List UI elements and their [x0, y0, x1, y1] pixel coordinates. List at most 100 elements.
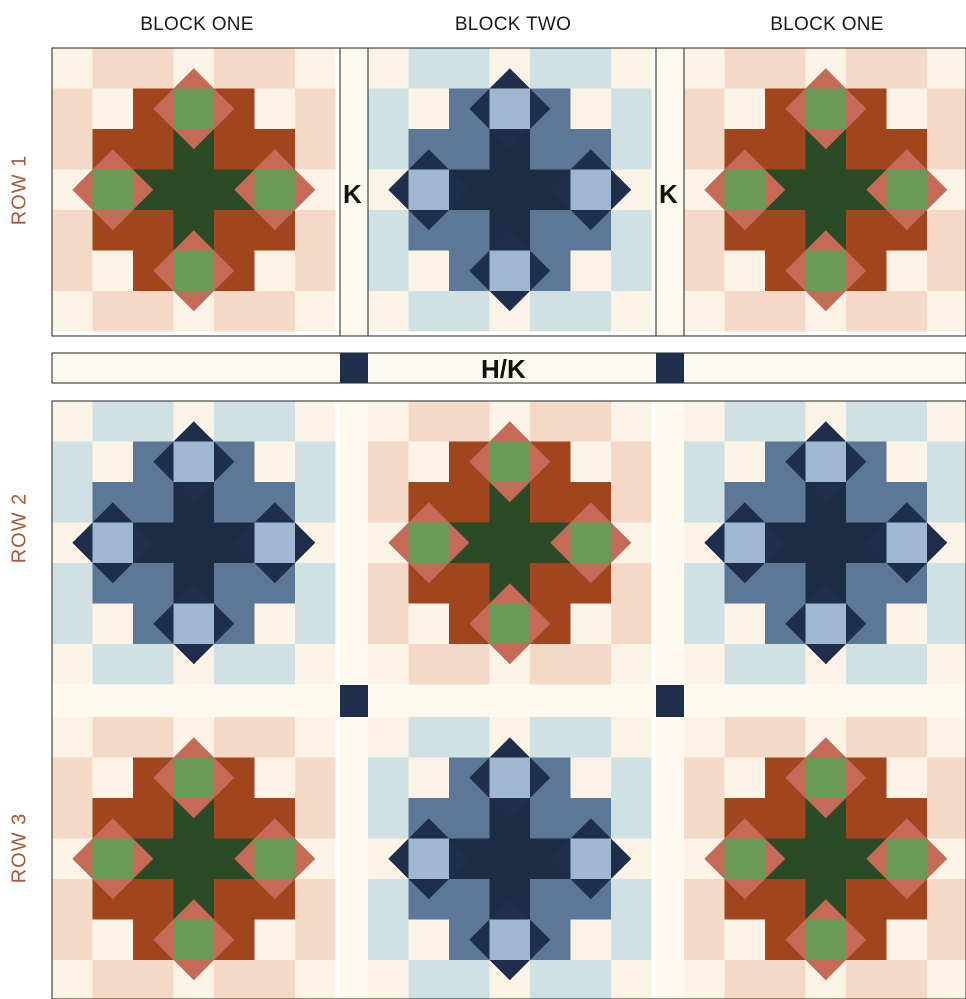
corner-square [449, 563, 490, 604]
corner-square [214, 798, 255, 839]
edge-square [927, 442, 966, 483]
edge-square [887, 48, 928, 89]
edge-square [684, 798, 725, 839]
edge-square [611, 482, 652, 523]
sashing-label-hk: H/K [481, 354, 526, 385]
edge-square [409, 960, 450, 999]
edge-square [765, 291, 806, 332]
quilt-block-r3-c1 [52, 717, 336, 999]
star-center-square [806, 251, 847, 292]
edge-square [255, 644, 296, 685]
edge-square [409, 48, 450, 89]
edge-square [295, 563, 336, 604]
edge-square [846, 717, 887, 758]
edge-square [684, 482, 725, 523]
edge-square [846, 48, 887, 89]
edge-square [409, 291, 450, 332]
corner-square [449, 210, 490, 251]
edge-square [684, 758, 725, 799]
corner-square [530, 563, 571, 604]
edge-square [368, 251, 409, 292]
star-center-square [490, 251, 531, 292]
edge-square [927, 879, 966, 920]
edge-square [93, 291, 134, 332]
star-center-square [571, 523, 612, 564]
edge-square [133, 644, 174, 685]
sashing-label-k-1: K [343, 179, 362, 210]
edge-square [927, 210, 966, 251]
edge-square [133, 717, 174, 758]
edge-square [52, 758, 93, 799]
edge-square [255, 401, 296, 442]
edge-square [52, 129, 93, 170]
edge-square [887, 291, 928, 332]
edge-square [684, 442, 725, 483]
edge-square [887, 717, 928, 758]
edge-square [846, 644, 887, 685]
edge-square [571, 717, 612, 758]
corner-square [530, 798, 571, 839]
edge-square [409, 717, 450, 758]
edge-square [133, 291, 174, 332]
center-square [490, 839, 531, 880]
edge-square [684, 604, 725, 645]
quilt-block-r1-c2 [368, 48, 652, 332]
cornerstone-2 [656, 353, 684, 383]
edge-square [927, 920, 966, 961]
edge-square [368, 89, 409, 130]
edge-square [611, 129, 652, 170]
star-center-square [725, 523, 766, 564]
edge-square [684, 210, 725, 251]
corner-square [530, 879, 571, 920]
edge-square [295, 604, 336, 645]
edge-square [368, 442, 409, 483]
corner-square [449, 879, 490, 920]
edge-square [409, 401, 450, 442]
edge-square [52, 89, 93, 130]
edge-square [449, 291, 490, 332]
edge-square [927, 604, 966, 645]
star-center-square [174, 89, 215, 130]
star-center-square [93, 170, 134, 211]
star-center-square [490, 758, 531, 799]
edge-square [530, 401, 571, 442]
corner-square [449, 482, 490, 523]
star-center-square [490, 604, 531, 645]
center-square [806, 170, 847, 211]
corner-square [765, 210, 806, 251]
star-center-square [806, 89, 847, 130]
edge-square [765, 48, 806, 89]
edge-square [611, 798, 652, 839]
corner-square [846, 129, 887, 170]
edge-square [368, 798, 409, 839]
edge-square [887, 960, 928, 999]
edge-square [725, 960, 766, 999]
edge-square [52, 604, 93, 645]
star-center-square [806, 442, 847, 483]
edge-square [846, 401, 887, 442]
corner-square [133, 210, 174, 251]
edge-square [530, 644, 571, 685]
edge-square [684, 879, 725, 920]
star-center-square [806, 758, 847, 799]
edge-square [611, 920, 652, 961]
corner-square [765, 798, 806, 839]
star-center-square [806, 604, 847, 645]
edge-square [611, 563, 652, 604]
corner-square [765, 129, 806, 170]
quilt-block-r1-c3 [684, 48, 966, 332]
edge-square [684, 563, 725, 604]
corner-square [846, 798, 887, 839]
star-center-square [725, 839, 766, 880]
edge-square [52, 920, 93, 961]
edge-square [368, 604, 409, 645]
edge-square [684, 89, 725, 130]
edge-square [295, 210, 336, 251]
corner-square [133, 563, 174, 604]
edge-square [887, 401, 928, 442]
edge-square [214, 291, 255, 332]
star-center-square [490, 89, 531, 130]
corner-square [133, 482, 174, 523]
star-center-square [174, 920, 215, 961]
edge-square [684, 251, 725, 292]
